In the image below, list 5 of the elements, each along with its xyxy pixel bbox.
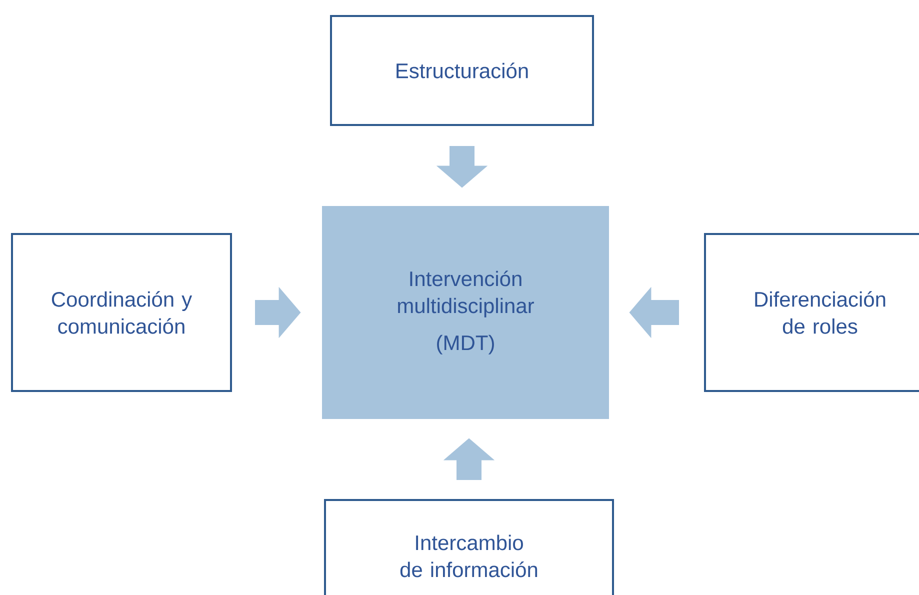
concept-box: Intercambio de información	[324, 499, 614, 595]
concept-box: Coordinación y comunicación	[11, 233, 232, 392]
concept-box: Diferenciación de roles	[704, 233, 919, 392]
concept-box: Estructuración	[330, 15, 594, 126]
central-box: Intervención multidisciplinar (MDT)	[322, 206, 609, 419]
